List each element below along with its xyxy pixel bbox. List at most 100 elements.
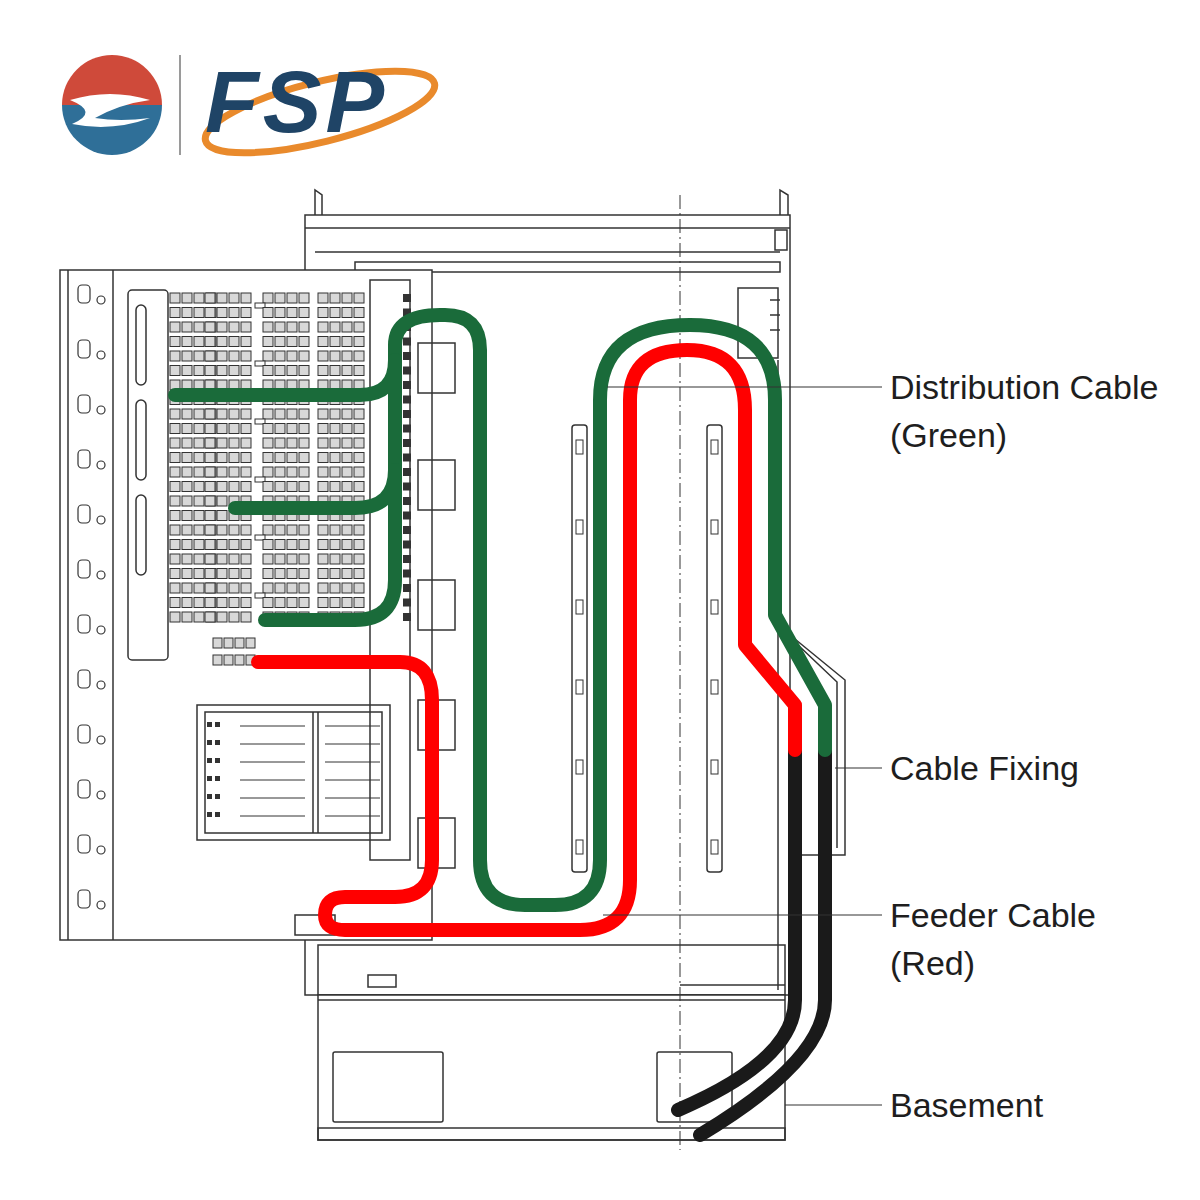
adapter-port: [330, 598, 340, 608]
adapter-port: [194, 351, 204, 361]
door-hole: [78, 285, 90, 303]
adapter-port: [194, 583, 204, 593]
adapter-port: [342, 540, 352, 550]
adapter-port: [217, 525, 227, 535]
adapter-port: [354, 467, 364, 477]
adapter-port: [318, 540, 328, 550]
adapter-port: [263, 583, 273, 593]
adapter-port: [330, 453, 340, 463]
door-hole: [78, 615, 90, 633]
adapter-port: [182, 308, 192, 318]
adapter-port: [330, 438, 340, 448]
adapter-port: [318, 438, 328, 448]
adapter-port: [354, 554, 364, 564]
adapter-port: [170, 554, 180, 564]
tray-pin: [215, 740, 220, 745]
adapter-port: [206, 511, 216, 521]
strip-clip: [403, 497, 411, 505]
adapter-port: [318, 583, 328, 593]
adapter-port: [354, 308, 364, 318]
adapter-port: [342, 366, 352, 376]
adapter-port: [217, 482, 227, 492]
adapter-port: [263, 409, 273, 419]
strip-clip: [403, 526, 411, 534]
tray-slot: [240, 726, 305, 727]
adapter-port: [206, 293, 216, 303]
adapter-port: [182, 598, 192, 608]
adapter-port: [170, 612, 180, 622]
rail-slot: [576, 600, 583, 614]
adapter-port: [229, 322, 239, 332]
adapter-port: [287, 293, 297, 303]
adapter-port: [229, 482, 239, 492]
adapter-port: [205, 293, 215, 303]
adapter-port: [217, 322, 227, 332]
adapter-port: [299, 308, 309, 318]
strip-clip: [403, 584, 411, 592]
adapter-port: [182, 554, 192, 564]
adapter-port: [217, 366, 227, 376]
adapter-port: [354, 409, 364, 419]
adapter-port: [205, 409, 215, 419]
adapter-port: [342, 598, 352, 608]
adapter-port: [241, 612, 251, 622]
tray-slot: [325, 762, 380, 763]
adapter-port: [299, 583, 309, 593]
adapter-port: [170, 511, 180, 521]
adapter-port: [342, 424, 352, 434]
adapter-port: [170, 308, 180, 318]
door-hole: [78, 560, 90, 578]
adapter-port: [287, 337, 297, 347]
adapter-port: [342, 438, 352, 448]
adapter-port: [275, 482, 285, 492]
adapter-port: [205, 438, 215, 448]
adapter-port: [354, 351, 364, 361]
rail-slot: [711, 680, 718, 694]
adapter-port: [229, 424, 239, 434]
adapter-port: [287, 467, 297, 477]
adapter-port: [342, 337, 352, 347]
adapter-port: [170, 453, 180, 463]
adapter-port: [275, 467, 285, 477]
adapter-port: [263, 366, 273, 376]
adapter-port: [275, 308, 285, 318]
tray-slot: [325, 780, 380, 781]
adapter-port: [354, 337, 364, 347]
adapter-port: [299, 467, 309, 477]
adapter-port: [182, 612, 192, 622]
adapter-port: [170, 482, 180, 492]
adapter-port: [194, 540, 204, 550]
adapter-port: [275, 598, 285, 608]
adapter-port: [263, 540, 273, 550]
strip-clip: [403, 613, 411, 621]
door-screw: [97, 406, 105, 414]
adapter-port: [217, 540, 227, 550]
tray-slot: [325, 744, 380, 745]
adapter-port: [299, 438, 309, 448]
adapter-port: [229, 467, 239, 477]
adapter-port: [205, 525, 215, 535]
adapter-port: [206, 583, 216, 593]
adapter-port: [241, 453, 251, 463]
adapter-port: [241, 482, 251, 492]
adapter-port: [318, 424, 328, 434]
tray-pin: [207, 740, 212, 745]
adapter-port: [354, 540, 364, 550]
adapter-port: [170, 322, 180, 332]
door-screw: [97, 791, 105, 799]
adapter-port: [170, 438, 180, 448]
adapter-port: [194, 569, 204, 579]
rail-slot: [711, 440, 718, 454]
tray-pin: [207, 794, 212, 799]
adapter-port: [287, 424, 297, 434]
adapter-port: [318, 308, 328, 318]
adapter-port: [182, 453, 192, 463]
tray-slot: [325, 726, 380, 727]
adapter-port: [263, 467, 273, 477]
adapter-port: [354, 453, 364, 463]
adapter-port: [299, 337, 309, 347]
adapter-port: [263, 482, 273, 492]
strip-clip: [403, 468, 411, 476]
adapter-port: [206, 525, 216, 535]
